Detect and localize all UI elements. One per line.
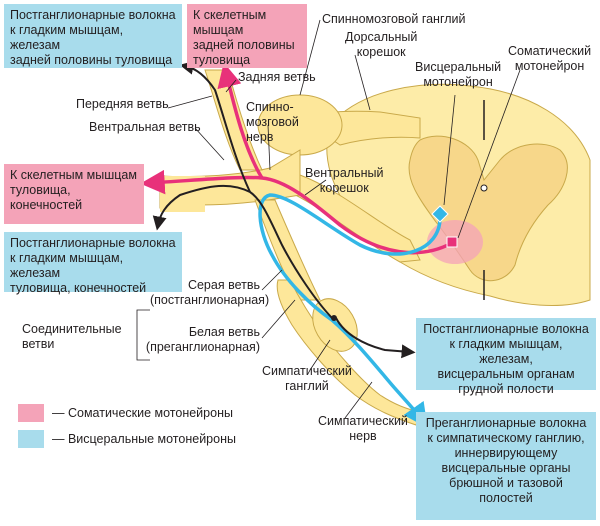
box-skeletal-trunk-limbs: К скелетным мышцам туловища, конечностей <box>4 164 144 224</box>
box-line: туловища, конечностей <box>10 281 147 295</box>
label-line: (постганглионарная) <box>150 293 270 307</box>
box-line: к гладким мышцам, железам <box>10 251 124 280</box>
label-line: Спинномозговой ганглий <box>322 12 466 26</box>
rami-shape <box>254 199 321 301</box>
label-line: Висцеральный <box>415 60 502 74</box>
box-postganglionic-posterior-trunk: Постганглионарные волокна к гладким мышц… <box>4 4 182 68</box>
box-preganglionic-abdominal: Преганглионарные волокна к симпатическом… <box>416 412 596 520</box>
label-gray-ramus: Серая ветвь (постганглионарная) <box>150 278 270 308</box>
visceral-motoneuron-soma <box>431 205 449 223</box>
label-line: нерв <box>246 130 274 144</box>
central-canal <box>480 184 488 192</box>
postganglionic-fiber-posterior <box>179 60 251 193</box>
box-line: Преганглионарные волокна <box>425 416 587 430</box>
box-line: полостей <box>479 491 533 505</box>
label-line: Вентральный <box>305 166 384 180</box>
label-sympathetic-nerve: Симпатический нерв <box>318 414 408 444</box>
spinal-cord-gray-matter <box>408 135 568 282</box>
label-line: корешок <box>356 45 406 59</box>
legend-somatic: — Соматические мотонейроны <box>18 404 233 422</box>
label-spinal-nerve: Спинно- мозговой нерв <box>246 100 299 145</box>
somatic-motoneuron-soma <box>446 236 458 248</box>
legend-label: — Висцеральные мотонейроны <box>52 431 236 446</box>
label-connecting-branches: Соединительные ветви <box>22 322 122 352</box>
label-line: мотонейрон <box>423 75 493 89</box>
label-ventral-branch: Вентральная ветвь <box>89 120 201 135</box>
box-line: Постганглионарные волокна <box>423 322 589 336</box>
visceral-fiber-path <box>258 193 442 429</box>
sympathetic-chain <box>276 279 421 426</box>
label-line: Соматический <box>508 44 592 58</box>
box-line: висцеральным органам <box>437 367 575 381</box>
label-line: Белая ветвь <box>188 325 260 339</box>
label-line: Соединительные <box>22 322 122 336</box>
box-line: иннервирующему <box>454 446 558 460</box>
label-line: ганглий <box>285 379 329 393</box>
label-line: Серая ветвь <box>187 278 260 292</box>
label-line: мотонейрон <box>514 59 585 73</box>
box-postganglionic-thoracic: Постганглионарные волокна к гладким мышц… <box>416 318 596 396</box>
somatic-fiber-posterior <box>217 62 264 179</box>
label-somatic-motoneuron: Соматический мотонейрон <box>508 44 591 74</box>
box-line: Постганглионарные волокна <box>10 236 176 250</box>
label-ventral-root: Вентральный корешок <box>305 166 384 196</box>
label-line: Спинно- <box>246 100 294 114</box>
sympathetic-synapse <box>331 315 337 321</box>
box-skeletal-posterior-trunk: К скелетным мышцам задней половины тулов… <box>187 4 307 68</box>
box-line: Постганглионарные волокна <box>10 8 176 22</box>
box-line: грудной полости <box>458 382 554 396</box>
label-white-ramus: Белая ветвь (преганглионарная) <box>140 325 260 355</box>
box-line: висцеральные органы <box>441 461 571 475</box>
box-line: к симпатическому ганглию, <box>427 431 585 445</box>
box-line: туловища <box>193 53 251 67</box>
box-line: конечностей <box>10 198 83 212</box>
label-posterior-branch: Задняя ветвь <box>238 70 316 85</box>
legend-visceral: — Висцеральные мотонейроны <box>18 430 236 448</box>
legend-swatch-somatic <box>18 404 44 422</box>
label-line: Симпатический <box>262 364 352 378</box>
label-line: Передняя ветвь <box>76 97 169 111</box>
box-line: к гладким мышцам, железам, <box>449 337 563 366</box>
postganglionic-fiber-gray-ramus <box>152 184 333 319</box>
label-line: (преганглионарная) <box>145 340 260 354</box>
box-line: туловища, <box>10 183 71 197</box>
box-line: задней половины туловища <box>10 53 173 67</box>
legend-swatch-visceral <box>18 430 44 448</box>
label-dorsal-root: Дорсальный корешок <box>345 30 417 60</box>
box-line: брюшной и тазовой <box>449 476 563 490</box>
label-anterior-branch: Передняя ветвь <box>76 97 169 112</box>
box-line: задней половины <box>193 38 295 52</box>
box-line: к гладким мышцам, железам <box>10 23 124 52</box>
box-postganglionic-trunk-limbs: Постганглионарные волокна к гладким мышц… <box>4 232 182 295</box>
box-line: К скелетным мышцам <box>10 168 137 182</box>
label-line: нерв <box>349 429 377 443</box>
label-visceral-motoneuron: Висцеральный мотонейрон <box>415 60 501 90</box>
label-line: Симпатический <box>318 414 408 428</box>
box-line: К скелетным мышцам <box>193 8 267 37</box>
label-spinal-ganglion: Спинномозговой ганглий <box>322 12 466 27</box>
label-line: Задняя ветвь <box>238 70 316 84</box>
label-line: Дорсальный <box>345 30 418 44</box>
label-sympathetic-ganglion: Симпатический ганглий <box>262 364 352 394</box>
label-line: Вентральная ветвь <box>89 120 201 134</box>
postganglionic-fiber-thoracic <box>335 317 416 359</box>
label-line: мозговой <box>246 115 299 129</box>
legend-label: — Соматические мотонейроны <box>52 405 233 420</box>
label-line: корешок <box>319 181 369 195</box>
label-line: ветви <box>22 337 55 351</box>
